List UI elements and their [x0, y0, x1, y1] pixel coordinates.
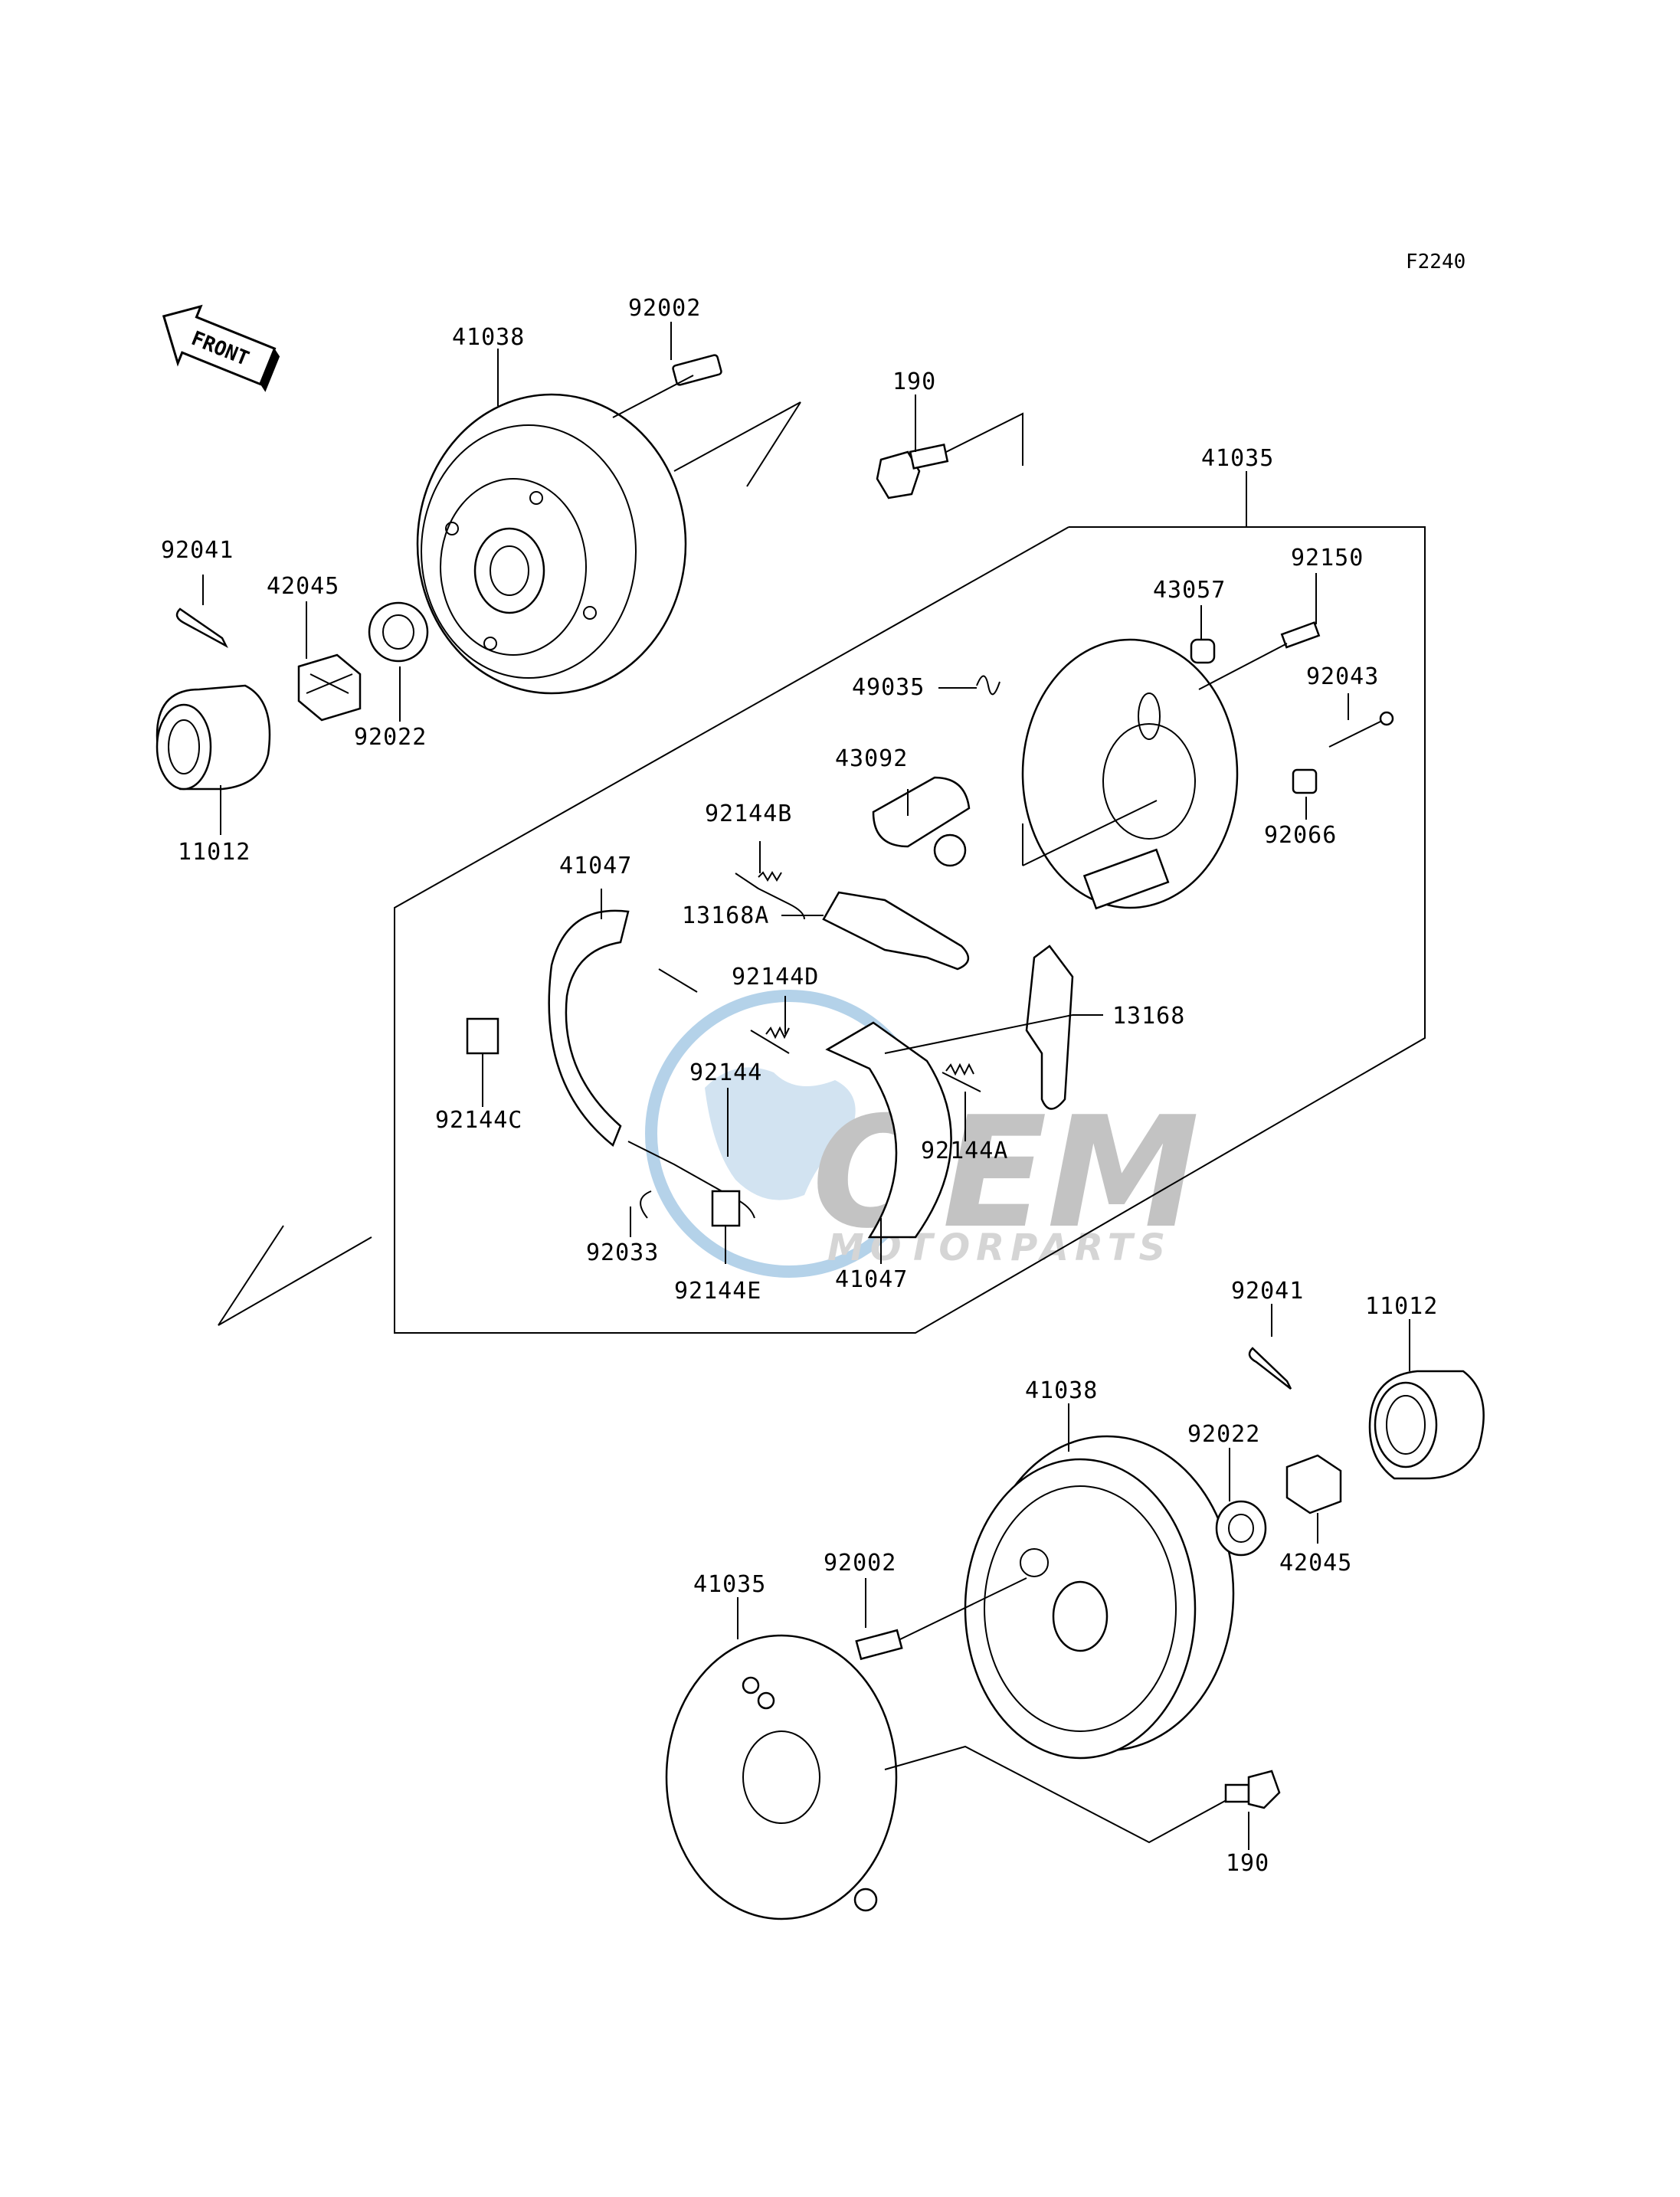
washer-bottom [1215, 1500, 1267, 1557]
label-13168: 13168 [1112, 1003, 1185, 1030]
label-49035: 49035 [852, 674, 925, 701]
label-92041-bottom: 92041 [1231, 1278, 1304, 1305]
label-92144A: 92144A [921, 1138, 1008, 1164]
label-92144B: 92144B [705, 801, 792, 827]
label-41035-top: 41035 [1201, 445, 1274, 472]
label-11012-bottom: 11012 [1365, 1293, 1438, 1320]
leader-lines [202, 322, 1410, 1850]
ring-92033 [640, 1190, 652, 1219]
pin-43057 [1190, 638, 1216, 664]
label-42045-bottom: 42045 [1279, 1550, 1352, 1577]
label-43092: 43092 [835, 745, 908, 772]
dust-cap-bottom [1368, 1370, 1485, 1480]
cotter-pin-bottom [1248, 1347, 1292, 1390]
brake-shoe-41047-bottom [825, 1021, 952, 1239]
clip-92144C [466, 1017, 499, 1055]
label-41038-bottom: 41038 [1025, 1377, 1098, 1404]
front-arrow-icon: FRONT [162, 304, 280, 392]
label-42045-top: 42045 [267, 573, 339, 600]
brake-drum-bottom [964, 1435, 1235, 1760]
label-41047-bottom: 41047 [835, 1266, 908, 1293]
brake-shoe-41047-top [548, 909, 630, 1148]
label-41035-bottom: 41035 [693, 1571, 766, 1598]
label-41038-top: 41038 [452, 324, 525, 351]
spring-92144A [942, 1062, 981, 1092]
wheel-stud-bottom [855, 1577, 1027, 1661]
wheel-stud-top [612, 354, 722, 418]
lever-13168A [822, 891, 969, 971]
label-92043: 92043 [1306, 663, 1379, 690]
dust-cap-top [156, 684, 271, 791]
brake-drum-top [416, 393, 687, 695]
wheel-cylinder-43092 [872, 776, 971, 867]
label-92002-bottom: 92002 [824, 1550, 896, 1577]
figure-code: F2240 [1406, 250, 1465, 273]
pin-92043 [1328, 711, 1394, 748]
kit-frame [394, 526, 1426, 1334]
label-190-top: 190 [892, 368, 936, 395]
bracket-13168 [1025, 945, 1074, 1110]
backing-plate-top [1021, 638, 1239, 910]
clip-92144E [711, 1190, 741, 1227]
label-92041-top: 92041 [161, 537, 234, 564]
bolt-bottom [1224, 1770, 1281, 1809]
label-92144E: 92144E [674, 1278, 761, 1305]
castle-nut-bottom [1285, 1454, 1342, 1514]
label-41047-top: 41047 [559, 853, 632, 879]
label-92150: 92150 [1291, 545, 1364, 571]
cotter-pin-top [175, 607, 228, 649]
clip-49035 [976, 675, 1000, 696]
label-190-bottom: 190 [1226, 1850, 1269, 1877]
washer-top [368, 601, 429, 663]
label-92144D: 92144D [732, 964, 819, 990]
label-92144C: 92144C [435, 1107, 522, 1134]
label-92144: 92144 [689, 1059, 762, 1086]
label-92002-top: 92002 [628, 295, 701, 322]
bolt-top [876, 443, 949, 499]
label-92066: 92066 [1264, 822, 1337, 849]
label-13168A: 13168A [682, 902, 769, 929]
label-92022-bottom: 92022 [1187, 1421, 1260, 1448]
plug-92066 [1292, 768, 1318, 794]
spring-92144B [735, 871, 805, 920]
label-11012-top: 11012 [178, 839, 251, 866]
label-92033: 92033 [586, 1239, 659, 1266]
castle-nut-top [297, 653, 362, 722]
label-43057: 43057 [1153, 577, 1226, 604]
backing-plate-bottom [665, 1634, 898, 1920]
screw-92150 [1198, 621, 1321, 690]
label-92022-top: 92022 [354, 724, 427, 751]
spring-92144D [658, 968, 790, 1054]
